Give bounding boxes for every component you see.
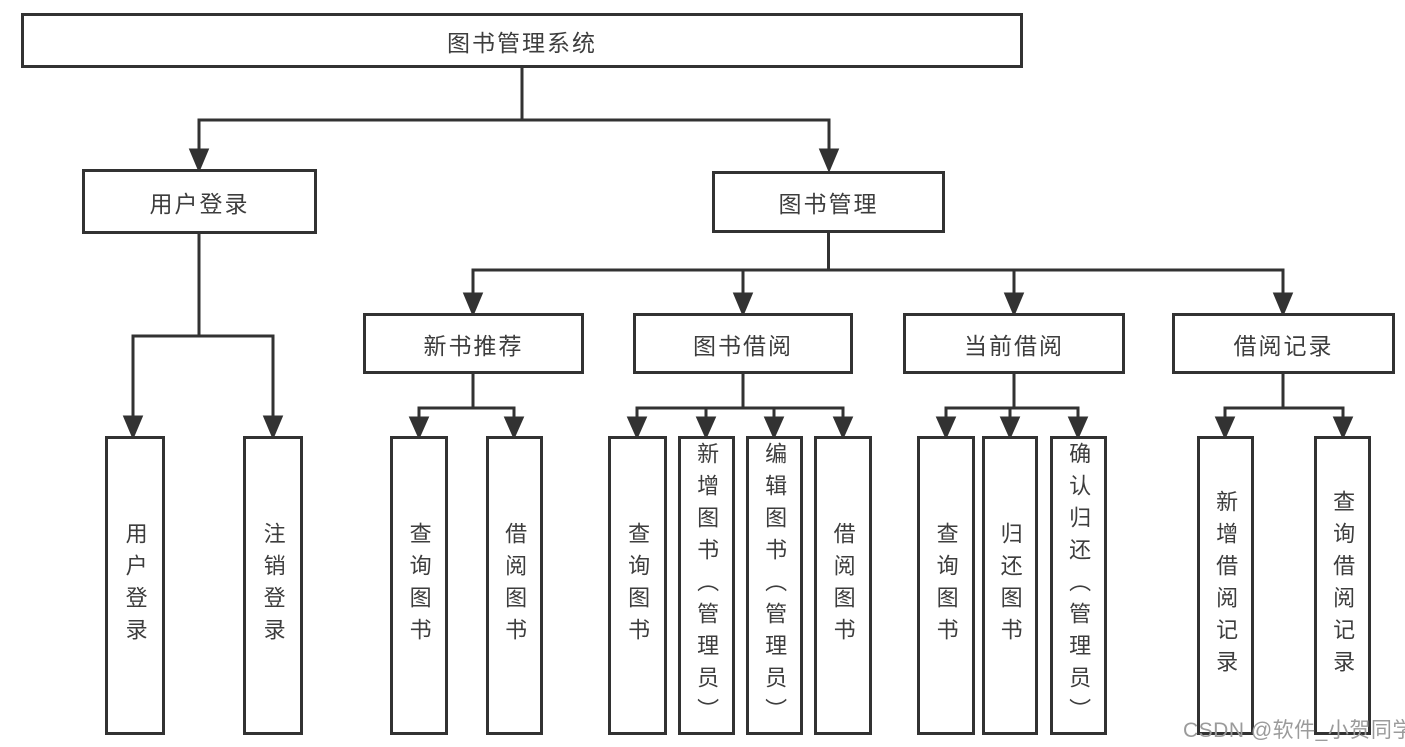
node-label: 查询图书 — [406, 521, 432, 650]
arrow-down-icon — [1067, 416, 1089, 440]
arrow-down-icon — [818, 148, 840, 173]
node-label: 用户登录 — [122, 521, 148, 650]
node-label: 编辑图书（管理员） — [762, 441, 788, 730]
arrow-down-icon — [626, 416, 648, 440]
arrow-down-icon — [188, 148, 210, 173]
connector-borrow-records-to-leaves — [1214, 374, 1354, 440]
node-book-borrowing: 图书借阅 — [633, 313, 853, 374]
node-label: 确认归还（管理员） — [1066, 441, 1092, 730]
leaf-query-borrow-record: 查询借阅记录 — [1314, 436, 1371, 735]
arrow-down-icon — [832, 416, 854, 440]
leaf-return-book: 归还图书 — [982, 436, 1038, 735]
leaf-borrow-books: 借阅图书 — [814, 436, 872, 735]
node-label: 借阅图书 — [830, 521, 856, 650]
node-label: 用户登录 — [149, 190, 250, 217]
arrow-down-icon — [935, 416, 957, 440]
node-label: 图书借阅 — [693, 332, 793, 359]
node-label: 当前借阅 — [964, 332, 1064, 359]
csdn-watermark: CSDN @软件_小贺同学 — [1183, 719, 1405, 742]
arrow-down-icon — [695, 416, 717, 440]
arrow-down-icon — [408, 416, 430, 440]
leaf-query-books: 查询图书 — [608, 436, 667, 735]
connector-book-mgmt-to-level3 — [462, 233, 1294, 317]
leaf-borrow-books: 借阅图书 — [486, 436, 543, 735]
arrow-down-icon — [1214, 416, 1236, 440]
leaf-add-borrow-record: 新增借阅记录 — [1197, 436, 1254, 735]
arrow-down-icon — [262, 415, 284, 440]
leaf-add-book-admin: 新增图书（管理员） — [678, 436, 735, 735]
leaf-query-books: 查询图书 — [917, 436, 975, 735]
arrow-down-icon — [503, 416, 525, 440]
node-library-management-system: 图书管理系统 — [21, 13, 1023, 68]
leaf-logout: 注销登录 — [243, 436, 303, 735]
node-new-book-recommendation: 新书推荐 — [363, 313, 584, 374]
connector-current-borrow-to-leaves — [935, 374, 1089, 440]
arrow-down-icon — [999, 416, 1021, 440]
leaf-query-books: 查询图书 — [390, 436, 448, 735]
arrow-down-icon — [122, 415, 144, 440]
node-book-management: 图书管理 — [712, 171, 945, 233]
leaf-confirm-return-admin: 确认归还（管理员） — [1050, 436, 1107, 735]
node-label: 注销登录 — [260, 521, 286, 650]
node-label: 图书管理 — [778, 191, 879, 217]
node-label: 新增图书（管理员） — [694, 441, 720, 730]
node-label: 借阅图书 — [502, 521, 528, 650]
connector-new-book-to-leaves — [408, 374, 525, 440]
node-label: 图书管理系统 — [447, 29, 597, 56]
connector-root-to-level2 — [188, 68, 840, 173]
node-label: 借阅记录 — [1233, 332, 1334, 359]
leaf-edit-book-admin: 编辑图书（管理员） — [746, 436, 803, 735]
arrow-down-icon — [1003, 292, 1025, 317]
arrow-down-icon — [732, 292, 754, 317]
leaf-user-login: 用户登录 — [105, 436, 165, 735]
arrow-down-icon — [462, 292, 484, 317]
node-user-login: 用户登录 — [82, 169, 317, 234]
node-label: 查询图书 — [933, 521, 959, 650]
node-label: 查询借阅记录 — [1330, 489, 1356, 682]
arrow-down-icon — [1332, 416, 1354, 440]
node-label: 新书推荐 — [423, 332, 524, 359]
node-label: 归还图书 — [997, 521, 1023, 650]
arrow-down-icon — [1272, 292, 1294, 317]
node-current-borrowing: 当前借阅 — [903, 313, 1125, 374]
connector-user-login-to-leaves — [122, 234, 284, 440]
node-label: 新增借阅记录 — [1213, 489, 1239, 682]
connector-book-borrow-to-leaves — [626, 374, 854, 440]
node-borrowing-records: 借阅记录 — [1172, 313, 1395, 374]
arrow-down-icon — [763, 416, 785, 440]
node-label: 查询图书 — [625, 521, 651, 650]
